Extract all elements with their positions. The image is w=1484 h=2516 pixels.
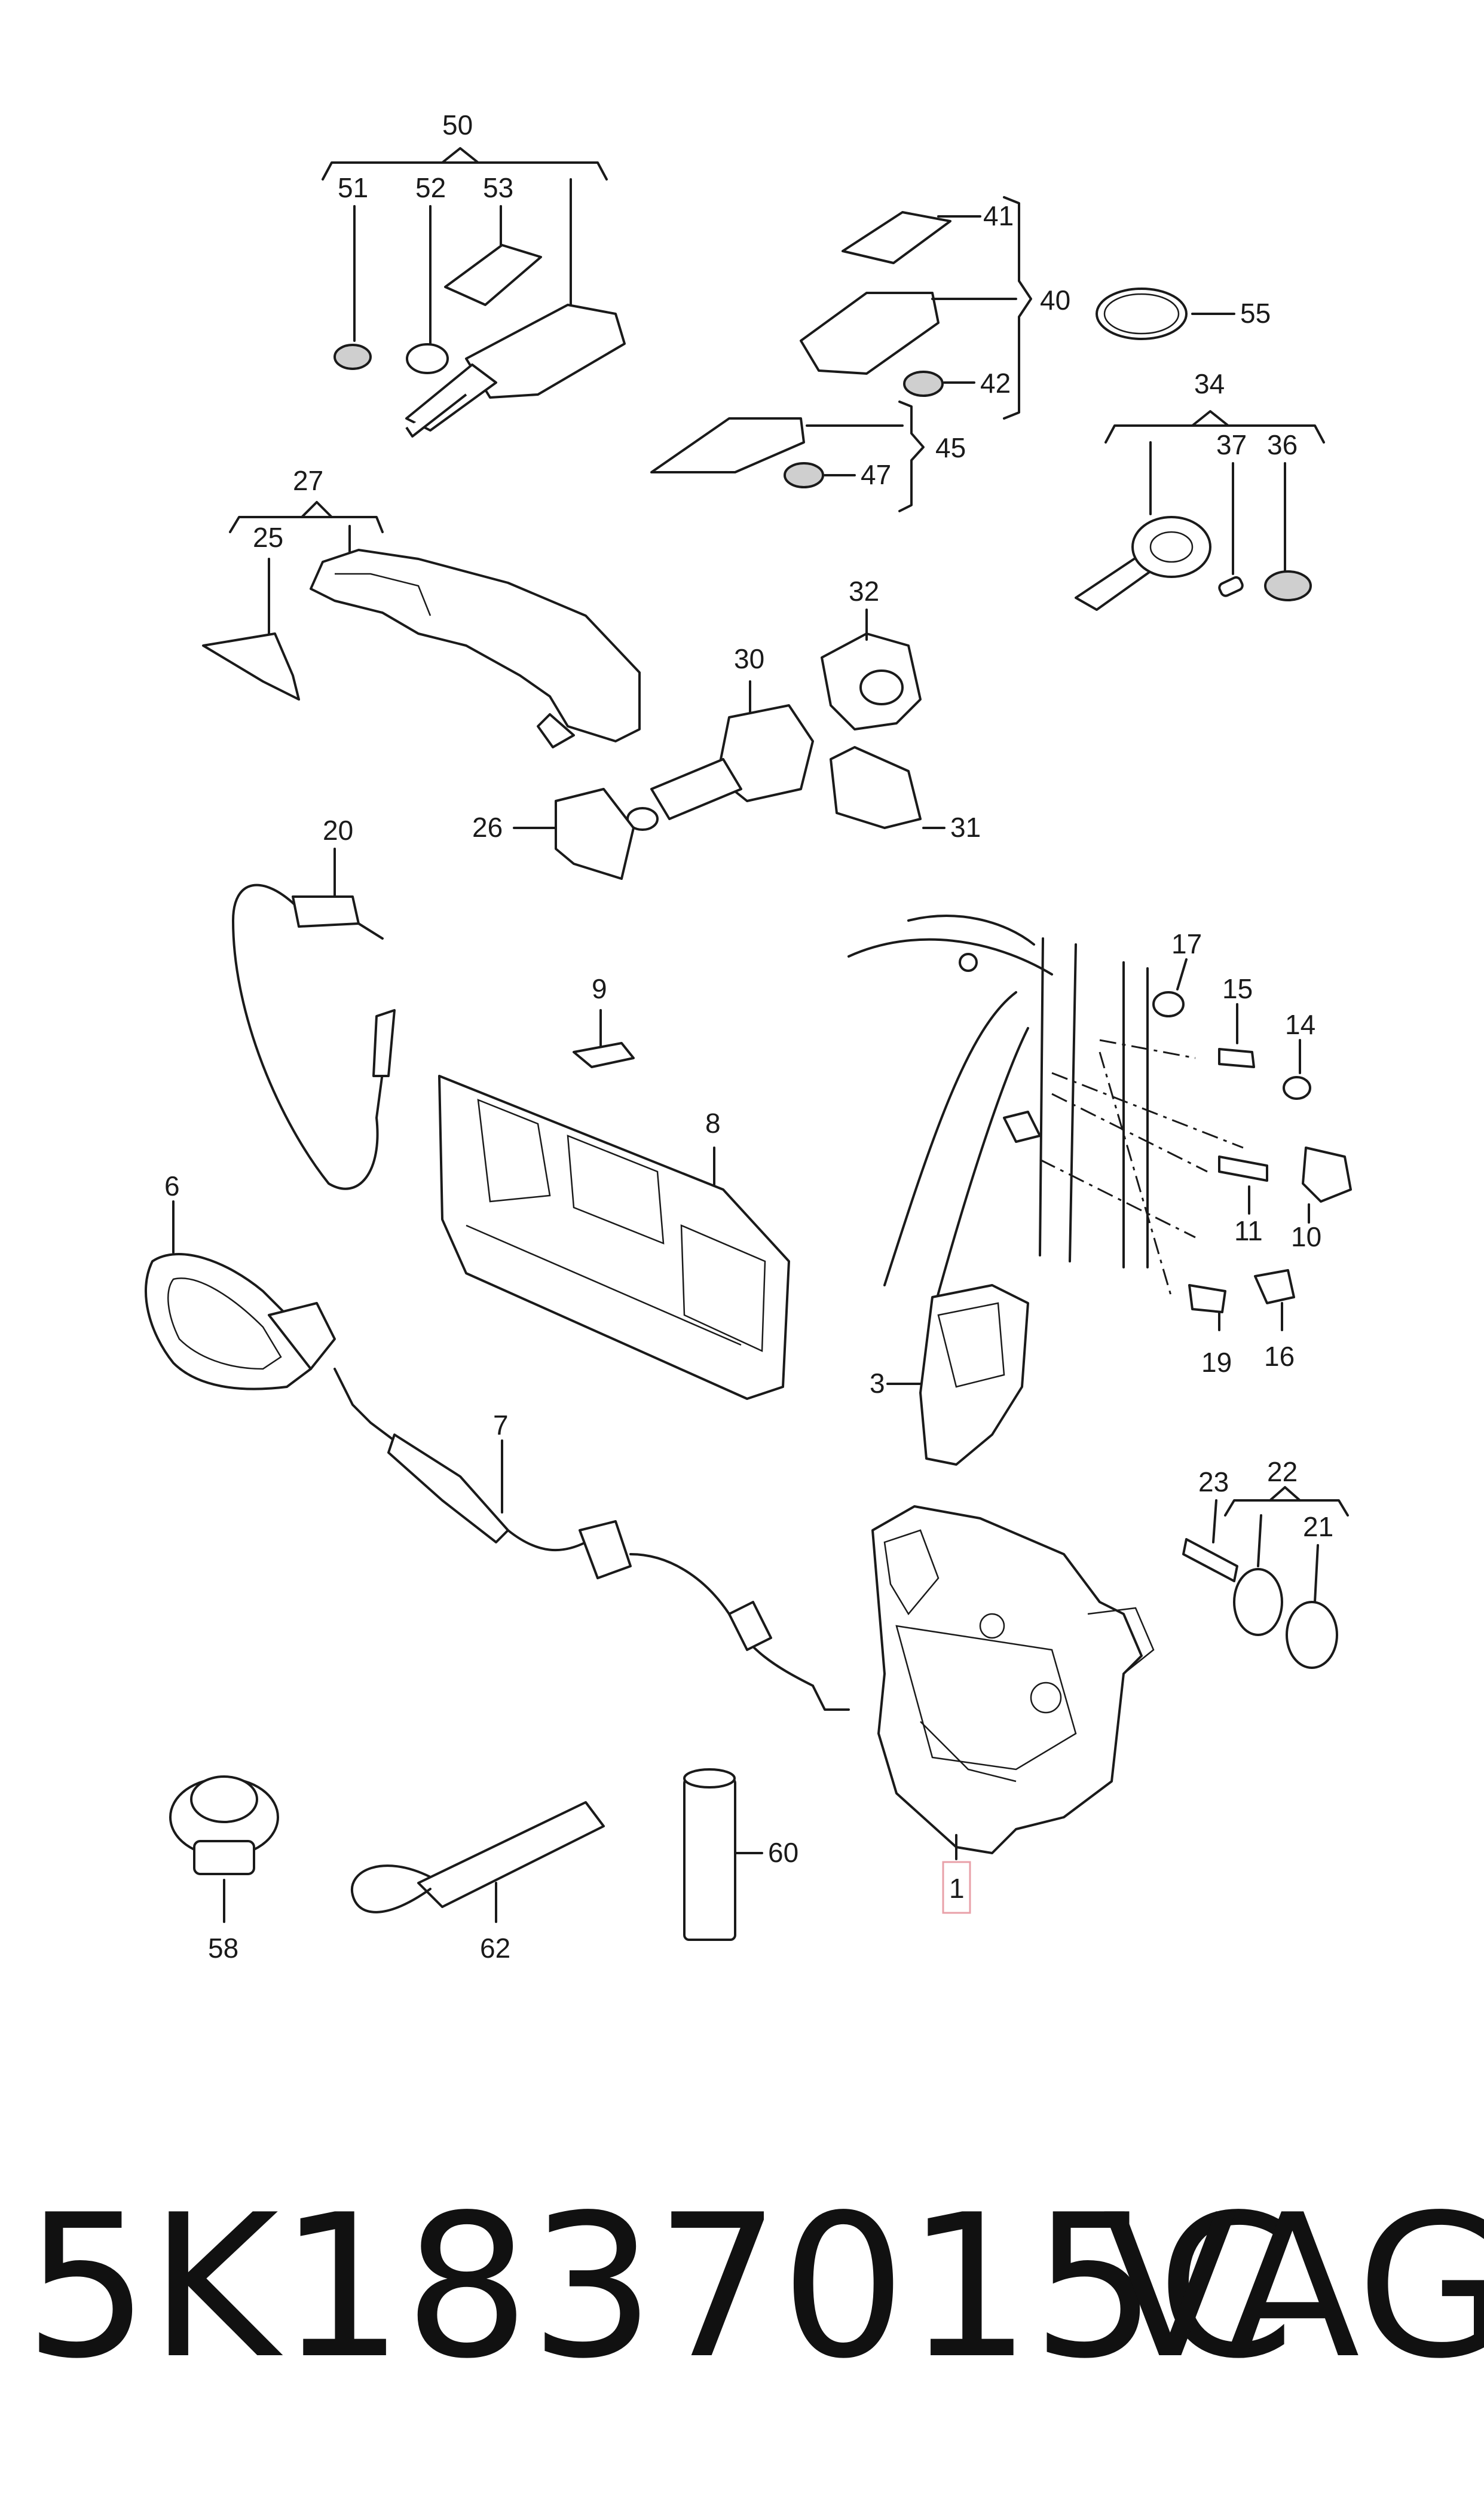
key-set-40 (650, 196, 1032, 512)
handle-body (310, 549, 641, 742)
cap-14 (1283, 1076, 1311, 1100)
key-head-34 (1131, 516, 1211, 578)
outer-handle-27 (202, 501, 641, 748)
battery-51 (333, 344, 372, 370)
callout-11: 11 (1234, 1215, 1263, 1246)
highlight-box-1 (942, 1861, 971, 1914)
tie-62 (350, 1801, 605, 1923)
callout-25: 25 (253, 522, 283, 553)
callout-58: 58 (208, 1933, 238, 1964)
inner-handle-6 (145, 1200, 336, 1390)
callout-17: 17 (1171, 928, 1202, 959)
callout-45: 45 (935, 432, 966, 463)
gasket-25 (202, 632, 300, 701)
callout-labels: 50 51 52 53 41 40 42 45 47 55 34 37 36 2… (164, 109, 1333, 1964)
lock-cylinder-30 (513, 609, 946, 880)
cover-plate-22 (1233, 1568, 1283, 1636)
gasket-26 (555, 788, 635, 880)
callout-3: 3 (870, 1368, 885, 1399)
key-set-34 (1075, 410, 1325, 611)
callout-19: 19 (1201, 1347, 1232, 1378)
callout-1: 1 (949, 1873, 965, 1904)
callout-51: 51 (338, 172, 368, 203)
grease-tube-60 (683, 1768, 763, 1941)
callout-50: 50 (442, 109, 473, 140)
door-module-carrier-8 (438, 1009, 790, 1400)
remote-key-40 (800, 292, 940, 375)
callout-21: 21 (1303, 1511, 1333, 1542)
callout-40: 40 (1040, 285, 1070, 316)
cover-31 (830, 746, 922, 829)
screw-23 (1182, 1538, 1238, 1582)
remote-key-body (465, 304, 626, 399)
bowden-cable-7 (333, 1368, 850, 1711)
callout-8: 8 (705, 1108, 721, 1139)
callout-37: 37 (1216, 429, 1247, 460)
callout-42: 42 (980, 368, 1011, 399)
callout-20: 20 (323, 815, 353, 846)
callout-14: 14 (1285, 1009, 1315, 1040)
callout-26: 26 (472, 812, 503, 843)
callout-41: 41 (983, 200, 1014, 231)
callout-27: 27 (293, 465, 323, 496)
callout-60: 60 (768, 1837, 798, 1868)
cap-10 (1302, 1147, 1352, 1203)
door-shell (847, 915, 1352, 1331)
callout-22: 22 (1267, 1456, 1298, 1487)
brand-name: VAG (1103, 2172, 1484, 2402)
bowden-cable-20 (232, 848, 396, 1190)
key-blade-45 (650, 417, 805, 473)
callout-53: 53 (483, 172, 513, 203)
callout-32: 32 (849, 576, 879, 607)
key-set-50 (322, 147, 626, 438)
plug-16 (1254, 1269, 1295, 1304)
callout-55: 55 (1240, 298, 1271, 329)
cover-22 (1182, 1486, 1349, 1669)
transponder-47 (784, 462, 824, 488)
callout-52: 52 (415, 172, 446, 203)
plug-17 (1152, 991, 1185, 1017)
footer: 5K1837015C VAG (24, 2172, 1484, 2402)
bracket-3 (886, 1284, 1029, 1466)
keypad-41 (842, 211, 951, 264)
screw-11 (1218, 1155, 1268, 1182)
cap-58 (169, 1775, 279, 1923)
callout-31: 31 (950, 812, 981, 843)
callout-10: 10 (1291, 1221, 1321, 1252)
o-ring-55 (1096, 288, 1235, 340)
pin-37 (1218, 576, 1244, 597)
callout-34: 34 (1194, 368, 1225, 399)
callout-23: 23 (1198, 1466, 1229, 1497)
door-lock-1 (871, 1505, 1155, 1914)
callout-15: 15 (1222, 973, 1253, 1004)
callout-30: 30 (734, 643, 764, 674)
callout-7: 7 (493, 1410, 509, 1441)
battery-36 (1264, 570, 1312, 601)
callout-6: 6 (164, 1170, 180, 1202)
keypad-53 (444, 244, 542, 306)
cap-21 (1286, 1601, 1338, 1669)
screw-19 (1188, 1284, 1226, 1313)
part-number: 5K1837015C (24, 2172, 1295, 2402)
callout-16: 16 (1264, 1341, 1295, 1372)
callout-36: 36 (1267, 429, 1298, 460)
battery-42 (903, 371, 944, 397)
callout-9: 9 (592, 973, 607, 1004)
battery-52 (406, 343, 449, 374)
callout-62: 62 (480, 1933, 510, 1964)
bolt-9 (573, 1042, 635, 1068)
callout-47: 47 (861, 459, 891, 490)
screw-15 (1218, 1048, 1255, 1068)
